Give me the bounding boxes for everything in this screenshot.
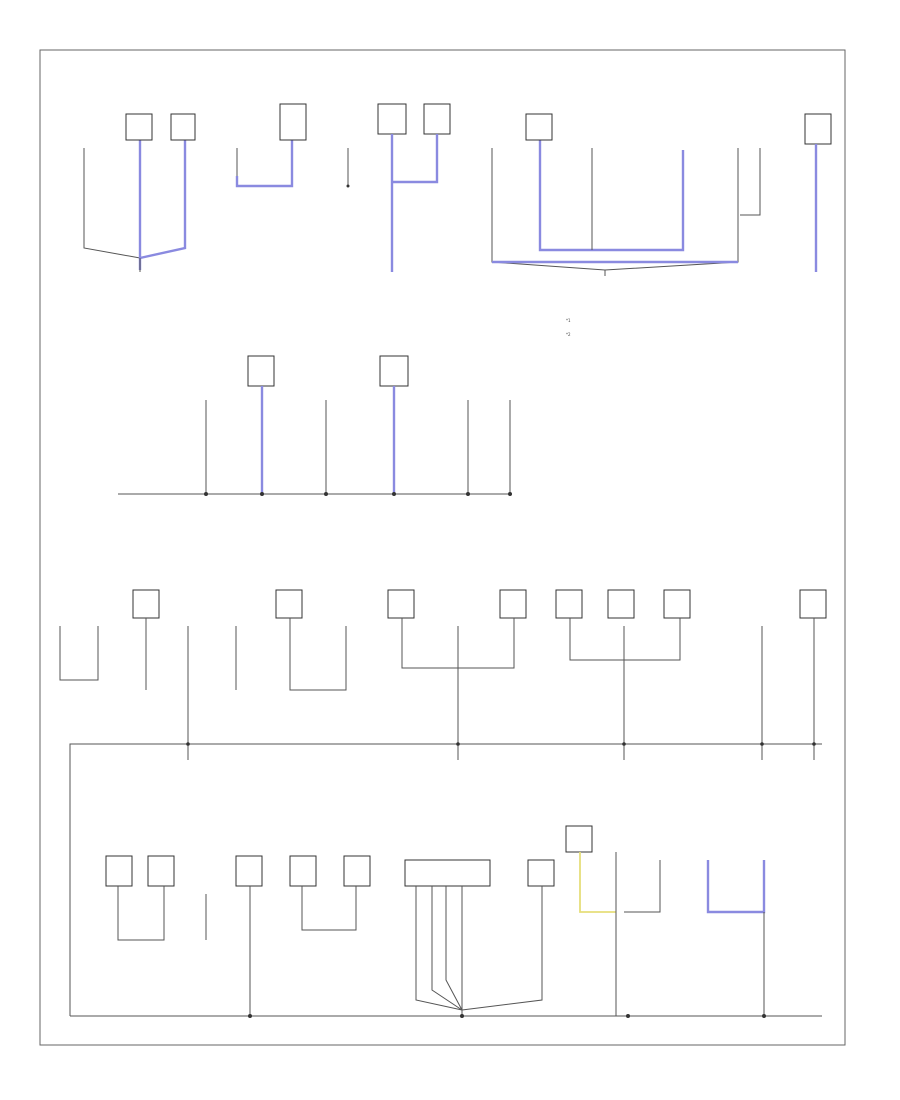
diagram-border — [39, 49, 846, 1046]
component-box — [379, 355, 409, 387]
component-box — [235, 855, 263, 887]
component-box — [565, 825, 593, 853]
component-box — [289, 855, 317, 887]
component-box — [343, 855, 371, 887]
component-box — [377, 103, 407, 135]
component-box — [125, 113, 153, 141]
component-box — [147, 855, 175, 887]
section-middle-grounds — [118, 355, 512, 496]
section-lower-grounds — [59, 589, 827, 1016]
component-box — [387, 589, 415, 619]
section-bottom-grounds — [70, 825, 822, 1018]
svg-text:*2: *2 — [566, 332, 571, 337]
component-box — [132, 589, 160, 619]
component-box — [663, 589, 691, 619]
component-box — [404, 859, 491, 887]
svg-text:*1: *1 — [566, 318, 571, 323]
component-box — [499, 589, 527, 619]
component-box — [804, 113, 832, 145]
section-top-grounds: *1 *2 — [83, 103, 832, 337]
component-box — [799, 589, 827, 619]
component-box — [525, 113, 553, 141]
component-box — [105, 855, 133, 887]
component-box — [275, 589, 303, 619]
component-box — [423, 103, 451, 135]
legend: *1 *2 — [566, 318, 571, 337]
component-box — [527, 859, 555, 887]
component-box — [279, 103, 307, 141]
component-box — [247, 355, 275, 387]
component-box — [170, 113, 196, 141]
component-box — [607, 589, 635, 619]
component-box — [555, 589, 583, 619]
